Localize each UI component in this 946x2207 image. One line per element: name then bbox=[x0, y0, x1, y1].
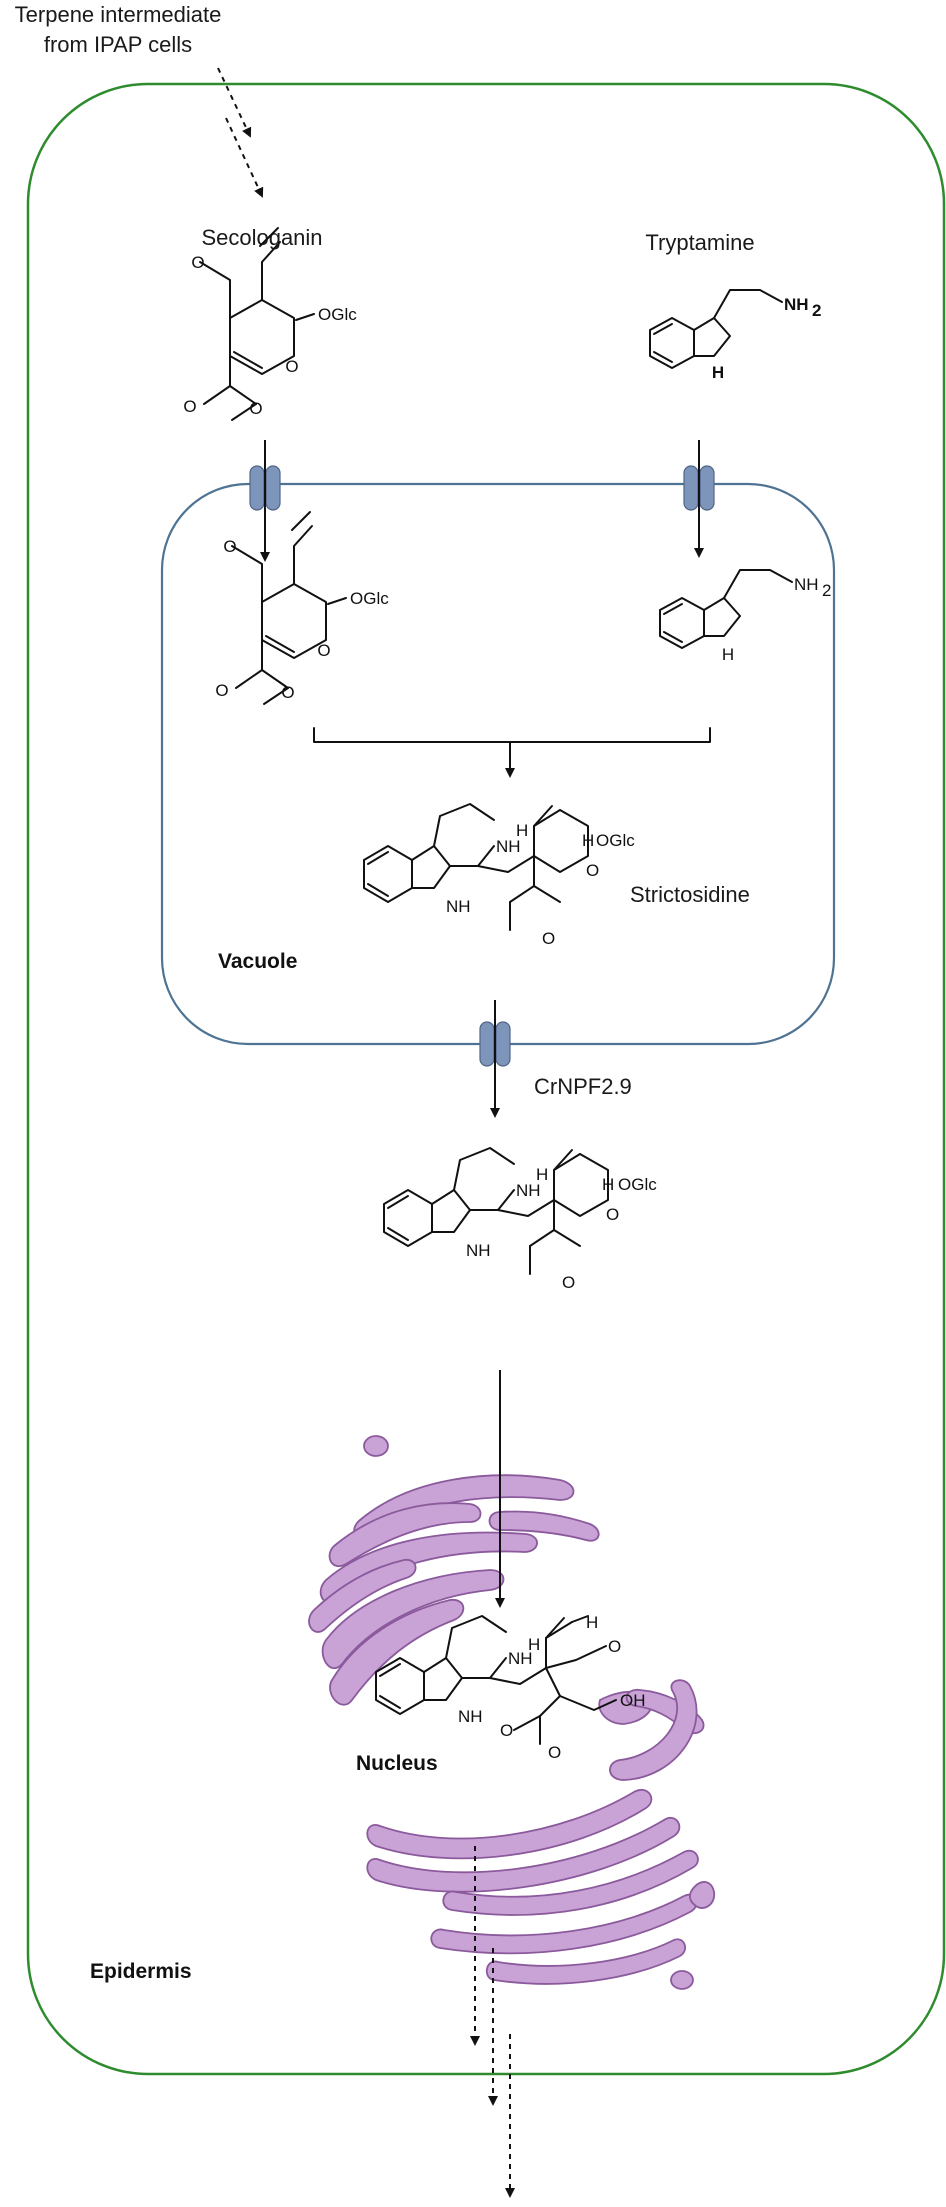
tryptamine-label: Tryptamine bbox=[645, 230, 754, 255]
tryptamine-structure-cytosol: NH 2 H bbox=[649, 289, 821, 382]
cyto-strictosidine-ester-o: O bbox=[562, 1273, 575, 1292]
aldehyde-o: O bbox=[191, 253, 204, 272]
aglycone-indole-nh: NH bbox=[458, 1707, 483, 1726]
aglycone-h: H bbox=[528, 1635, 540, 1654]
vac-tryptamine-nh2-sub: 2 bbox=[822, 581, 831, 600]
terpene-import-arrow-1 bbox=[217, 67, 252, 138]
strictosidine-structure-vacuole: NH NH H H OGlc O O bbox=[363, 803, 635, 948]
vac-aldehyde-o: O bbox=[223, 537, 236, 556]
secologanin-label: Secologanin bbox=[201, 225, 322, 250]
vac-ester-o2: O bbox=[281, 683, 294, 702]
strictosidine-label: Strictosidine bbox=[630, 882, 750, 907]
strictosidine-h: H bbox=[516, 821, 528, 840]
tryptamine-indole-nh: H bbox=[712, 363, 724, 382]
strictosidine-h2: H bbox=[582, 831, 594, 850]
aglycone-ester-o2: O bbox=[500, 1721, 513, 1740]
organelle-stack-upper bbox=[308, 1435, 600, 1706]
terpene-label-line2: from IPAP cells bbox=[44, 32, 192, 57]
strictosidine-ester-o: O bbox=[542, 929, 555, 948]
vac-ester-o: O bbox=[215, 681, 228, 700]
aglycone-h2: H bbox=[586, 1613, 598, 1632]
terpene-import-arrow-2 bbox=[225, 117, 264, 198]
secologanin-structure-cytosol: O O O O OGlc bbox=[183, 227, 357, 421]
strictosidine-ring-o: O bbox=[586, 861, 599, 880]
terpene-label-line1: Terpene intermediate bbox=[15, 2, 222, 27]
vac-tryptamine-nh2: NH bbox=[794, 575, 819, 594]
cyto-strictosidine-oglc: OGlc bbox=[618, 1175, 657, 1194]
organelle-stack-lower bbox=[366, 1679, 716, 1990]
aglycone-structure: NH NH H H O OH O O bbox=[375, 1613, 646, 1762]
aglycone-nh: NH bbox=[508, 1649, 533, 1668]
cyto-strictosidine-indole-nh: NH bbox=[466, 1241, 491, 1260]
condensation-bracket bbox=[313, 727, 711, 743]
tryptamine-nh2: NH bbox=[784, 295, 809, 314]
aglycone-ester-o: O bbox=[548, 1743, 561, 1762]
vac-ring-o: O bbox=[317, 641, 330, 660]
nucleus-label: Nucleus bbox=[356, 1752, 438, 1775]
tryptamine-structure-vacuole: NH 2 H bbox=[659, 569, 831, 664]
cyto-strictosidine-h2: H bbox=[602, 1175, 614, 1194]
epidermis-cell-membrane bbox=[26, 82, 946, 2076]
transporter-secologanin bbox=[249, 465, 281, 511]
strictosidine-indole-nh: NH bbox=[446, 897, 471, 916]
aglycone-aldehyde-o: O bbox=[608, 1637, 621, 1656]
transporter-crnpf2-9 bbox=[479, 1021, 511, 1067]
ester-o2: O bbox=[249, 399, 262, 418]
strictosidine-nh: NH bbox=[496, 837, 521, 856]
transporter-label: CrNPF2.9 bbox=[534, 1074, 632, 1099]
vac-oglc-text: OGlc bbox=[350, 589, 389, 608]
aglycone-oh: OH bbox=[620, 1691, 646, 1710]
cyto-strictosidine-ring-o: O bbox=[606, 1205, 619, 1224]
ester-o: O bbox=[183, 397, 196, 416]
ring-o: O bbox=[285, 357, 298, 376]
secologanin-structure-vacuole: O O O O OGlc bbox=[215, 511, 389, 705]
tryptamine-nh2-sub: 2 bbox=[812, 301, 821, 320]
vacuole-label: Vacuole bbox=[218, 950, 297, 973]
cyto-strictosidine-nh: NH bbox=[516, 1181, 541, 1200]
epidermis-label: Epidermis bbox=[90, 1960, 192, 1983]
strictosidine-structure-cytosol: NH NH H H OGlc O O bbox=[383, 1147, 657, 1292]
cyto-strictosidine-h: H bbox=[536, 1165, 548, 1184]
vac-tryptamine-indole-nh: H bbox=[722, 645, 734, 664]
oglc-text: OGlc bbox=[318, 305, 357, 324]
strictosidine-oglc: OGlc bbox=[596, 831, 635, 850]
